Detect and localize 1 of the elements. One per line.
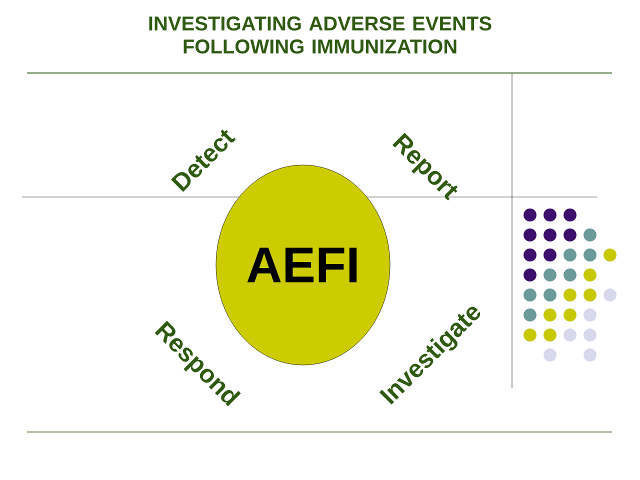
title: INVESTIGATING ADVERSE EVENTS FOLLOWING IMMUNIZATION — [149, 16, 492, 54]
